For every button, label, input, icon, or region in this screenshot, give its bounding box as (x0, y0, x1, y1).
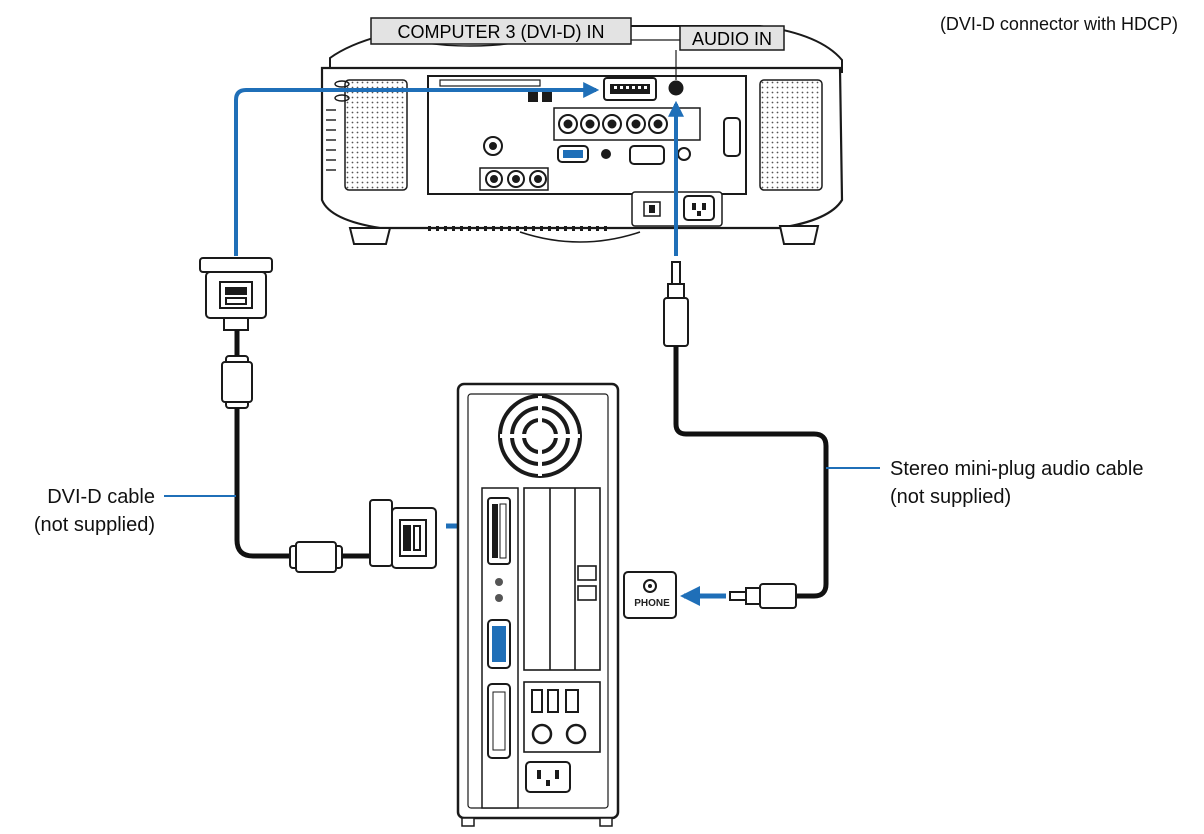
projector (320, 25, 844, 245)
pc-foot-left (461, 817, 475, 827)
pc-usb-port-1 (531, 689, 543, 713)
projector-video-jacks (479, 136, 549, 191)
pc-modem-port-2 (577, 585, 597, 601)
projector-port-small-a (528, 92, 538, 102)
audio-in-label-box: AUDIO IN (679, 25, 785, 51)
pc-usb-port-3 (565, 689, 579, 713)
projector-foot-left (348, 227, 392, 245)
dvi-cable-sublabel: (not supplied) (34, 514, 155, 536)
audio-plug-bottom (729, 583, 797, 609)
pc-ps2-port-1 (531, 723, 553, 745)
computer3-in-label: COMPUTER 3 (DVI-D) IN (398, 22, 605, 42)
pc-foot-right (599, 817, 613, 827)
projector-card-slot (439, 79, 541, 87)
audio-plug-top (663, 261, 689, 347)
dvi-plug-bottom (369, 499, 437, 569)
projector-foot-right (778, 225, 820, 245)
projector-right-grille (759, 79, 823, 191)
audio-cable (663, 100, 829, 609)
computer3-label-box: COMPUTER 3 (DVI-D) IN (370, 17, 632, 45)
dvi-cable-label: DVI-D cable (47, 486, 155, 508)
dvi-connector-note: (DVI-D connector with HDCP) (940, 14, 1178, 34)
projector-ac-inlet (683, 195, 715, 221)
projector-side-vents (326, 80, 350, 171)
pc-ps2-port-2 (565, 723, 587, 745)
pc-audio-jack-2 (495, 594, 503, 602)
projector-bottom-vents (428, 226, 607, 231)
pc-dvi-port (487, 497, 511, 565)
dvi-plug-top (199, 257, 273, 331)
projector-vga-port-2 (629, 145, 665, 165)
projector-port-small-b (542, 92, 552, 102)
audio-in-label: AUDIO IN (692, 29, 772, 49)
pc-power-inlet (525, 761, 571, 793)
projector-rca-jacks (558, 114, 668, 134)
dvi-cable-wire (234, 330, 290, 559)
pc-fan (498, 394, 582, 478)
pc-phone-jack-callout: PHONE (623, 571, 677, 619)
audio-cable-wire (673, 346, 829, 599)
pc-tower (456, 382, 620, 827)
projector-serial-port (723, 117, 741, 157)
pc-audio-jack-1 (495, 578, 503, 586)
pc-usb-port-2 (547, 689, 559, 713)
pc-modem-port-1 (577, 565, 597, 581)
projector-bottom-curve (519, 231, 641, 243)
projector-audio-in-jack (668, 80, 684, 96)
projector-mini-jack (601, 149, 611, 159)
dvi-connection-arrow (234, 82, 600, 256)
projector-left-grille (344, 79, 408, 191)
phone-jack-label: PHONE (634, 598, 670, 609)
audio-cable-sublabel: (not supplied) (890, 486, 1011, 508)
audio-cable-label: Stereo mini-plug audio cable (890, 458, 1144, 480)
